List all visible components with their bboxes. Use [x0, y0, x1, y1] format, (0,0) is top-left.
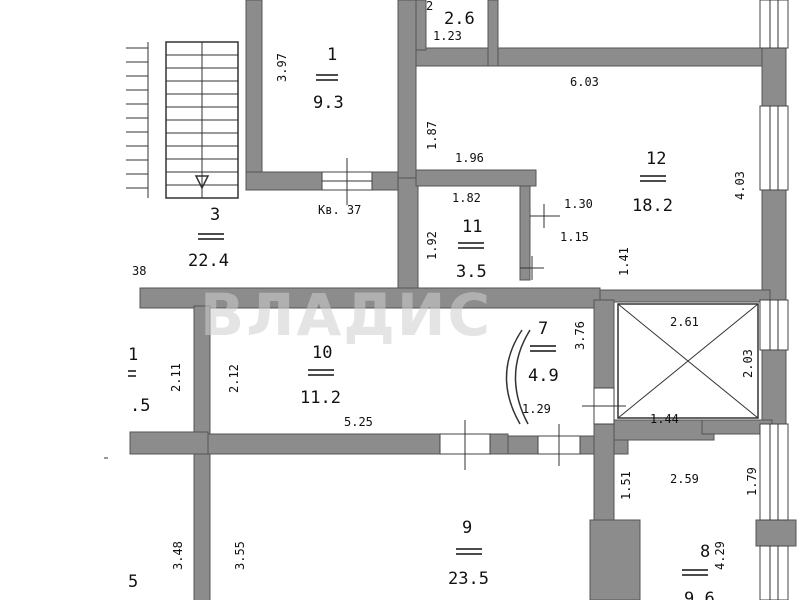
wall: [487, 0, 499, 67]
dimension: 1.82: [452, 191, 481, 205]
room-number: 8: [700, 542, 710, 562]
wall: [245, 0, 263, 191]
wall: [761, 349, 787, 425]
lift-outline: [617, 303, 759, 419]
lift-shaft: [617, 303, 759, 419]
wall: [397, 0, 417, 191]
room-area: 4.9: [528, 366, 559, 386]
dimension: 1.41: [617, 247, 631, 276]
dimension: 6.03: [570, 75, 599, 89]
room-number: 7: [538, 319, 548, 339]
walls: [129, 0, 797, 600]
window: [759, 299, 789, 351]
dimension: 3.55: [233, 541, 247, 570]
dimension: 1.92: [425, 231, 439, 260]
room-number: 1: [128, 345, 138, 365]
window: [759, 105, 789, 191]
dimension: 2.11: [169, 363, 183, 392]
window: [759, 0, 789, 49]
stair-arrow-icon: [194, 175, 210, 190]
wall: [415, 47, 775, 67]
window: [759, 423, 789, 521]
room-area: 18.2: [632, 196, 673, 216]
room-number: 3: [210, 205, 220, 225]
dimension: 1.29: [522, 402, 551, 416]
wall: [415, 169, 537, 187]
wall: [129, 431, 209, 455]
dimension: 1.51: [619, 471, 633, 500]
room-number: 1: [327, 45, 337, 65]
dimension: 1.79: [745, 467, 759, 496]
dimension: 5.25: [344, 415, 373, 429]
wall: [755, 519, 797, 547]
dimension: 1.96: [455, 151, 484, 165]
room-area: 23.5: [448, 569, 489, 589]
room-area: 9.6: [684, 589, 715, 600]
room-area: .5: [130, 396, 150, 416]
curved-wall: [505, 329, 523, 425]
dimension: 38: [132, 264, 146, 278]
room-area: 2.6: [444, 9, 475, 29]
room-number: 5: [128, 572, 138, 592]
room-area: 22.4: [188, 251, 229, 271]
room-area: 3.5: [456, 262, 487, 282]
room-labels: 1 9.3 2.6 3 22.4 11 3.5 12 18.2 10 11.2 …: [128, 9, 715, 600]
room-area: 9.3: [313, 93, 344, 113]
wall: [415, 0, 427, 51]
dimension: 1.44: [650, 412, 679, 426]
dimension: 4.29: [713, 541, 727, 570]
dimension: 4.03: [733, 171, 747, 200]
watermark-text: ВЛАДИС: [200, 281, 492, 349]
dimension: 3.48: [171, 541, 185, 570]
window: [759, 545, 789, 600]
wall: [761, 47, 787, 107]
dimension: 1.23: [433, 29, 462, 43]
dimension: 1.87: [425, 121, 439, 150]
wall: [397, 177, 419, 291]
dimension-labels: 3.97 1.23 6.03 1.87 1.96 4.03 1.82 1.30 …: [132, 0, 759, 570]
wall: [519, 185, 531, 281]
room-number: 11: [462, 217, 482, 237]
wall: [589, 519, 641, 600]
windows: [759, 0, 789, 600]
dimension: 1.15: [560, 230, 589, 244]
dimension: 2.61: [670, 315, 699, 329]
dimension: 3.76: [573, 321, 587, 350]
dimension: 2: [426, 0, 433, 13]
room-area: 11.2: [300, 388, 341, 408]
room-number: 12: [646, 149, 666, 169]
room-number: 9: [462, 518, 472, 538]
apartment-label: Кв. 37: [318, 203, 361, 217]
wall: [599, 289, 771, 303]
lift-cross: [617, 303, 759, 419]
room-number: 10: [312, 343, 332, 363]
dimension: 2.12: [227, 364, 241, 393]
dimension: 3.97: [275, 53, 289, 82]
curved-wall: [514, 329, 531, 425]
staircase: [126, 41, 239, 199]
wall: [761, 189, 787, 301]
dimension: 2.03: [741, 349, 755, 378]
dimension: 2.59: [670, 472, 699, 486]
dimension: 1.30: [564, 197, 593, 211]
